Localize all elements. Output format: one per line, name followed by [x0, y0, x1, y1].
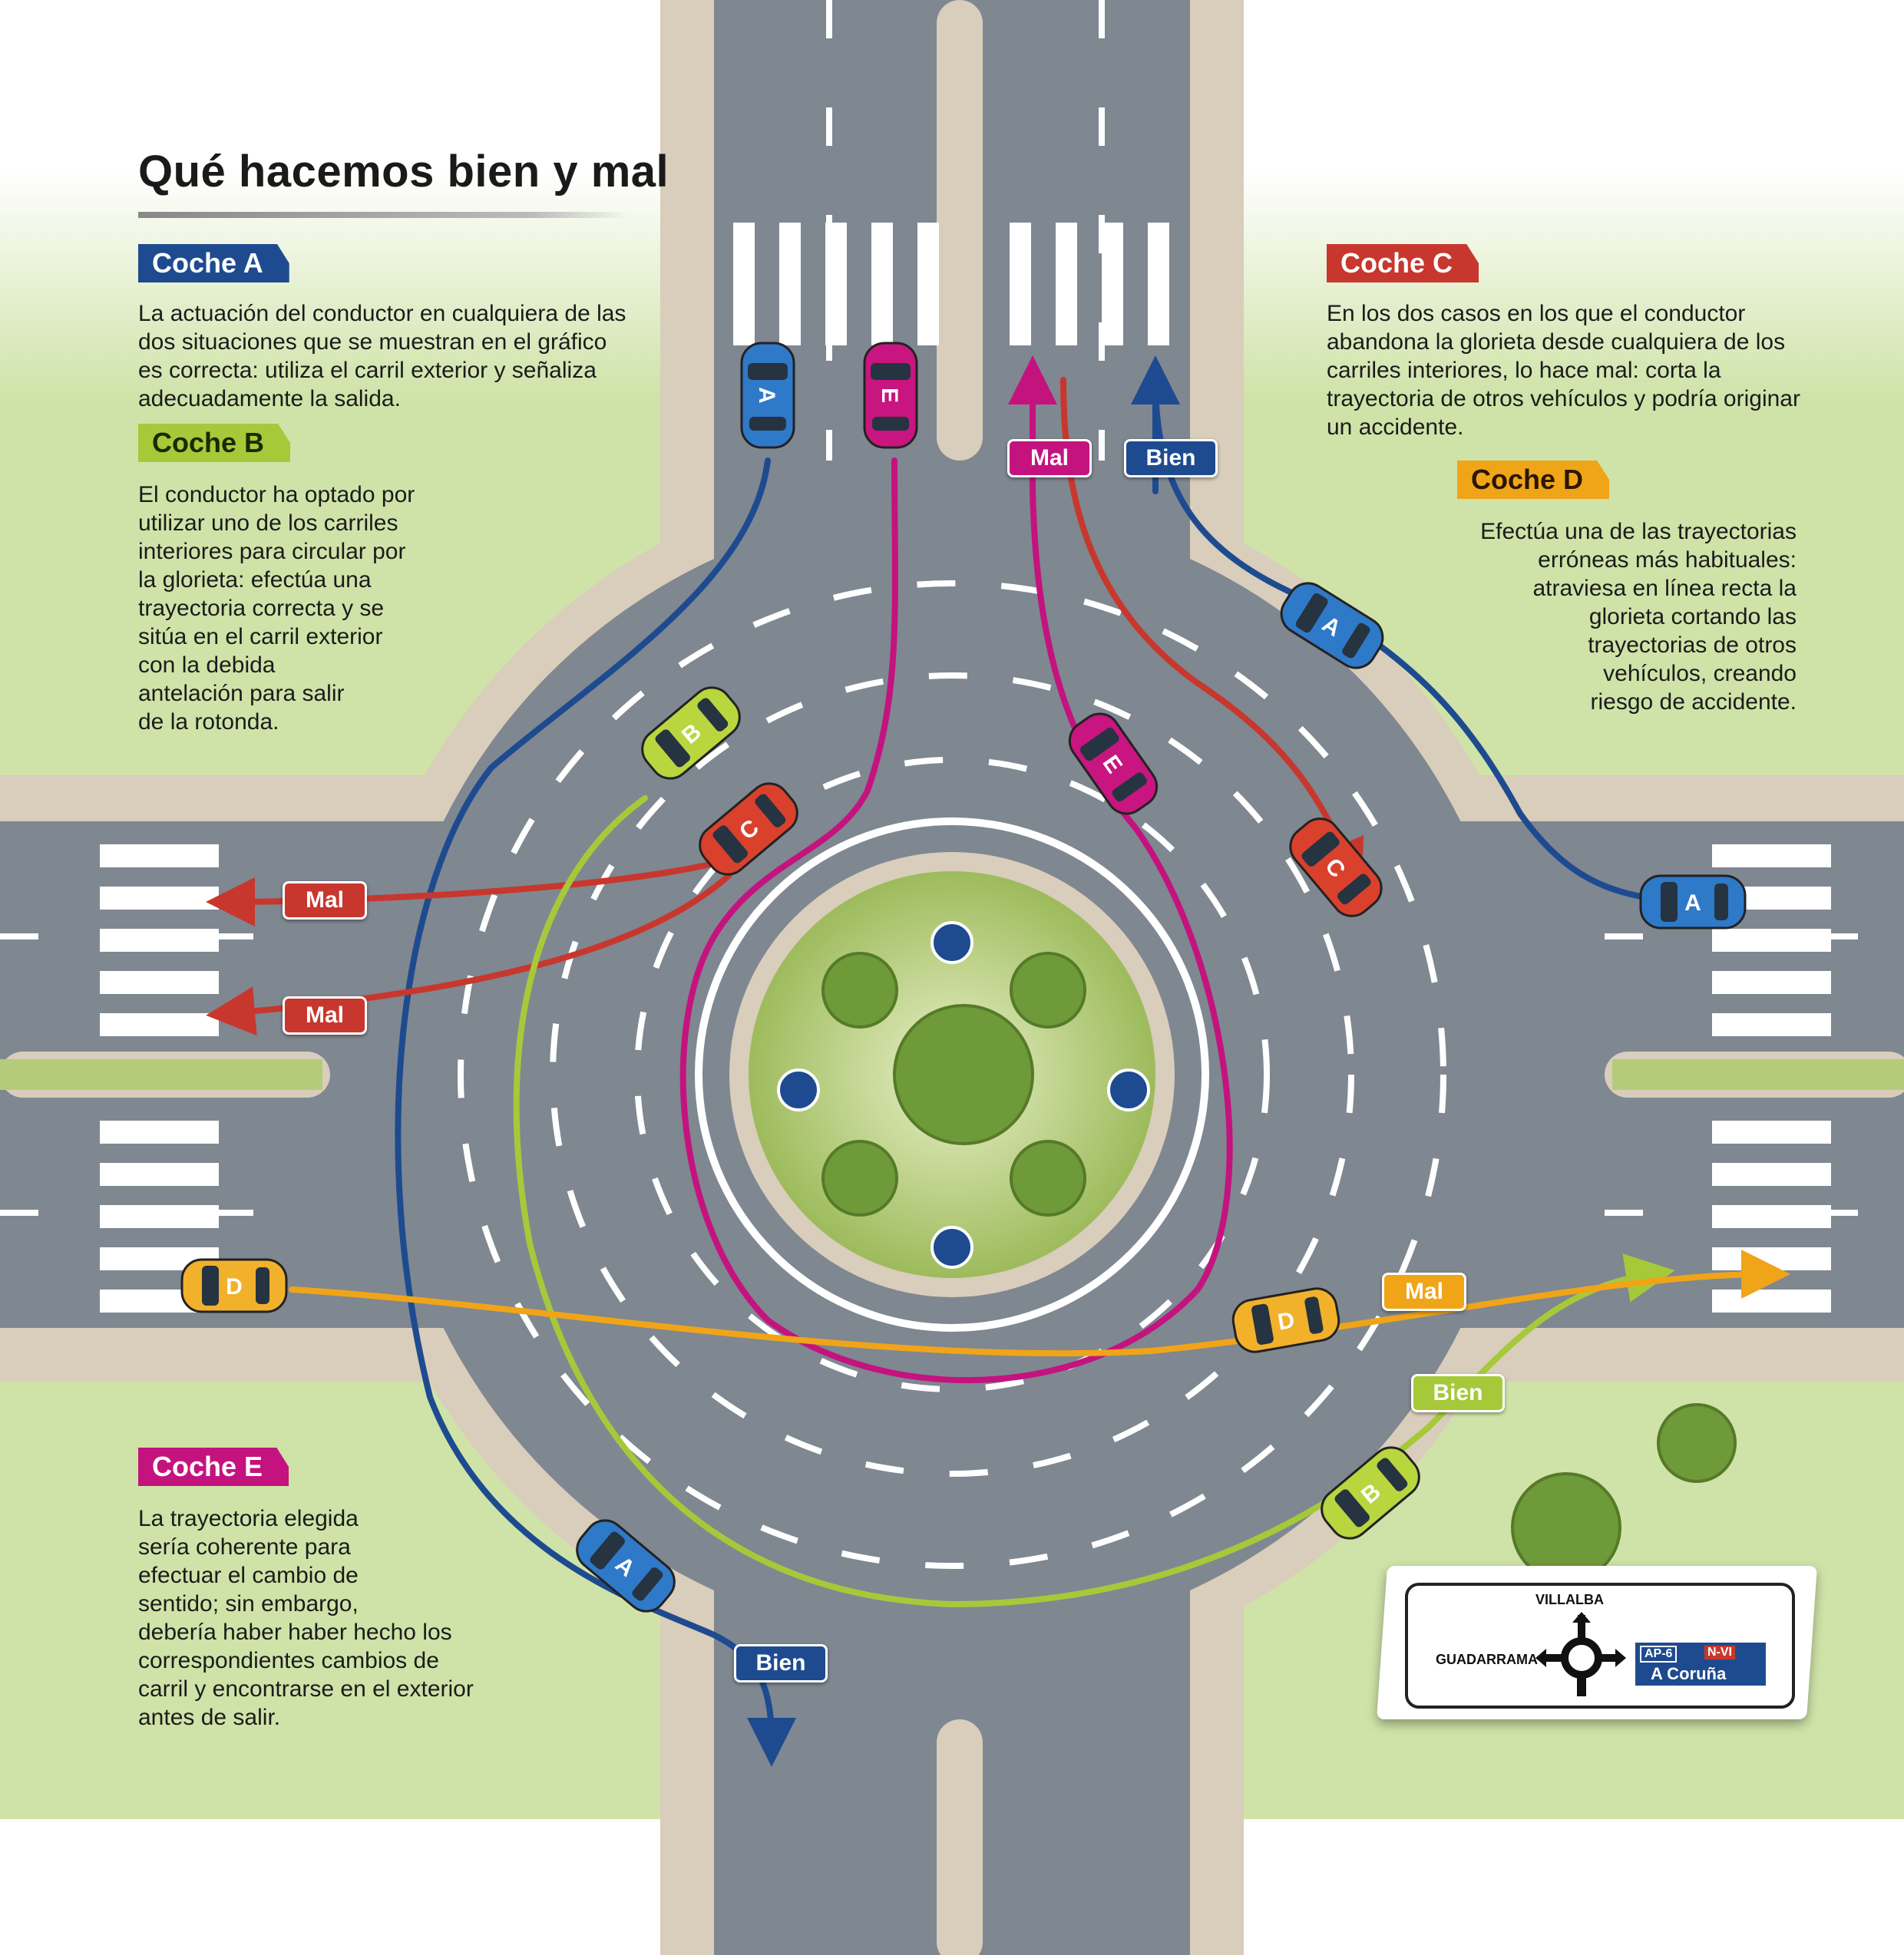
car-e-1: E [863, 342, 918, 449]
page-title: Qué hacemos bien y mal [138, 147, 669, 196]
car-c-6: C [699, 782, 798, 876]
label-bien-coche-a-north: Bien [1124, 439, 1218, 477]
car-a-3: A [1639, 874, 1747, 930]
car-b-11: B [1321, 1446, 1420, 1540]
car-e-7: E [1068, 712, 1159, 815]
coche-c-text: En los dos casos en los que el conductor… [1327, 301, 1800, 440]
trajectory-coche-e [679, 355, 1233, 1384]
car-b-5: B [641, 686, 741, 780]
label-bien-coche-b: Bien [1411, 1374, 1505, 1412]
coche-a-text: La actuación del conductor en cualquiera… [138, 301, 626, 411]
coche-a-tag: Coche A [138, 244, 289, 282]
coche-b-text: El conductor ha optado por utilizar uno … [138, 482, 415, 735]
sign-road-ap6: AP-6 [1640, 1646, 1678, 1663]
island-trees [821, 952, 1086, 1217]
trajectory-coche-d [289, 1250, 1790, 1357]
title-underline [138, 212, 630, 218]
car-a-0-label: A [754, 387, 779, 404]
coche-c-tag: Coche C [1327, 244, 1479, 282]
roundabout-direction-sign: VILLALBA GUADARRAMA AP-6 N-VI A Coruña [1377, 1566, 1817, 1719]
trajectory-coche-a-2 [1152, 377, 1654, 901]
label-bien-coche-a-south: Bien [734, 1644, 828, 1683]
sign-north-label: VILLALBA [1535, 1592, 1604, 1607]
coche-e-text: La trayectoria elegida sería coherente p… [138, 1506, 474, 1730]
roundabout-symbol-icon [1535, 1612, 1626, 1696]
trajectory-coche-c-1 [1060, 377, 1364, 890]
car-a-4: A [576, 1519, 676, 1613]
coche-b-tag: Coche B [138, 424, 291, 462]
car-d-9-label: D [226, 1274, 243, 1299]
car-d-9: D [180, 1258, 288, 1313]
coche-e-tag: Coche E [138, 1448, 289, 1486]
car-e-1-label: E [877, 388, 902, 403]
label-mal-coche-c-1: Mal [283, 881, 367, 920]
coche-d-text: Efectúa una de las trayectorias erróneas… [1480, 519, 1797, 715]
car-d-10: D [1231, 1287, 1340, 1353]
roundabout-signs [777, 921, 1150, 1269]
sign-destination-label: A Coruña [1651, 1664, 1727, 1683]
car-c-8: C [1289, 817, 1383, 917]
corner-trees [1511, 1403, 1737, 1583]
crosswalk-north [733, 223, 1169, 345]
label-mal-coche-c-2: Mal [283, 996, 367, 1035]
sign-west-label: GUADARRAMA [1436, 1652, 1538, 1667]
label-mal-coche-e: Mal [1007, 439, 1092, 477]
car-a-2: A [1280, 582, 1384, 669]
trajectory-coche-a-1 [395, 457, 796, 1767]
car-a-3-label: A [1684, 890, 1701, 916]
car-a-0: A [740, 342, 795, 449]
coche-d-tag: Coche D [1457, 461, 1610, 499]
label-mal-coche-d: Mal [1382, 1273, 1466, 1311]
sign-road-nvi: N-VI [1704, 1646, 1735, 1659]
